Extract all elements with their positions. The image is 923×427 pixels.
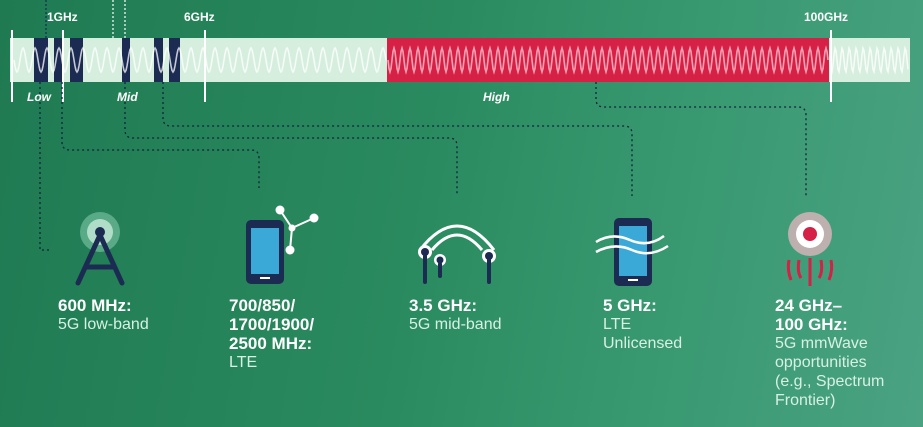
item-mmwave-desc-1: 5G mmWave <box>775 335 868 352</box>
dark-segment-2 <box>54 38 62 82</box>
item-5ghz-desc-1: LTE <box>603 316 632 333</box>
item-mmwave: 24 GHz– 100 GHz: 5G mmWave opportunities… <box>775 296 884 410</box>
item-lte-title-2: 1700/1900/ <box>229 315 315 334</box>
band-mid-label: Mid <box>117 90 138 104</box>
wave-high-band <box>387 45 829 75</box>
dark-segment-6 <box>169 38 180 82</box>
item-5ghz-title: 5 GHz: <box>603 296 657 315</box>
connector-5ghz <box>162 82 633 196</box>
item-3-5ghz: 3.5 GHz: 5G mid-band <box>409 296 502 334</box>
wave-light <box>13 45 909 75</box>
freq-100ghz-label: 100GHz <box>804 10 849 24</box>
band-low-label: Low <box>27 90 51 104</box>
item-5ghz-desc-2: Unlicensed <box>603 335 683 352</box>
item-600mhz-title: 600 MHz: <box>58 296 132 315</box>
item-lte-desc: LTE <box>229 354 258 371</box>
item-5ghz: 5 GHz: LTE Unlicensed <box>603 296 682 353</box>
item-mmwave-title-2: 100 GHz: <box>775 315 848 334</box>
band-high-label: High <box>483 90 510 104</box>
item-600mhz: 600 MHz: 5G low-band <box>58 296 149 334</box>
dark-segment-1 <box>34 38 48 82</box>
freq-6ghz-label: 6GHz <box>184 10 215 24</box>
smartphone-network-icon <box>246 205 319 284</box>
item-3-5ghz-desc: 5G mid-band <box>409 316 502 333</box>
item-mmwave-desc-3: (e.g., Spectrum <box>775 373 885 390</box>
item-3-5ghz-title: 3.5 GHz: <box>409 296 478 315</box>
smartphone-wave-icon <box>595 218 669 286</box>
item-lte-title-1: 700/850/ <box>229 296 296 315</box>
item-mmwave-desc-4: Frontier) <box>775 392 836 409</box>
connector-lte <box>61 82 260 188</box>
item-mmwave-title-1: 24 GHz– <box>775 296 843 315</box>
connector-3-5ghz <box>124 82 458 196</box>
connector-600mhz <box>39 82 52 251</box>
item-mmwave-desc-2: opportunities <box>775 354 867 371</box>
item-lte-title-3: 2500 MHz: <box>229 334 313 353</box>
arc-antennas-icon <box>418 224 496 284</box>
connector-mmwave <box>595 82 807 196</box>
dark-segment-4 <box>122 38 130 82</box>
freq-1ghz-label: 1GHz <box>47 10 78 24</box>
mmwave-signal-icon <box>786 212 834 286</box>
item-600mhz-desc: 5G low-band <box>58 316 149 333</box>
cell-tower-icon <box>75 212 125 286</box>
item-lte-bands: 700/850/ 1700/1900/ 2500 MHz: LTE <box>229 296 314 372</box>
dark-segment-3 <box>70 38 83 82</box>
